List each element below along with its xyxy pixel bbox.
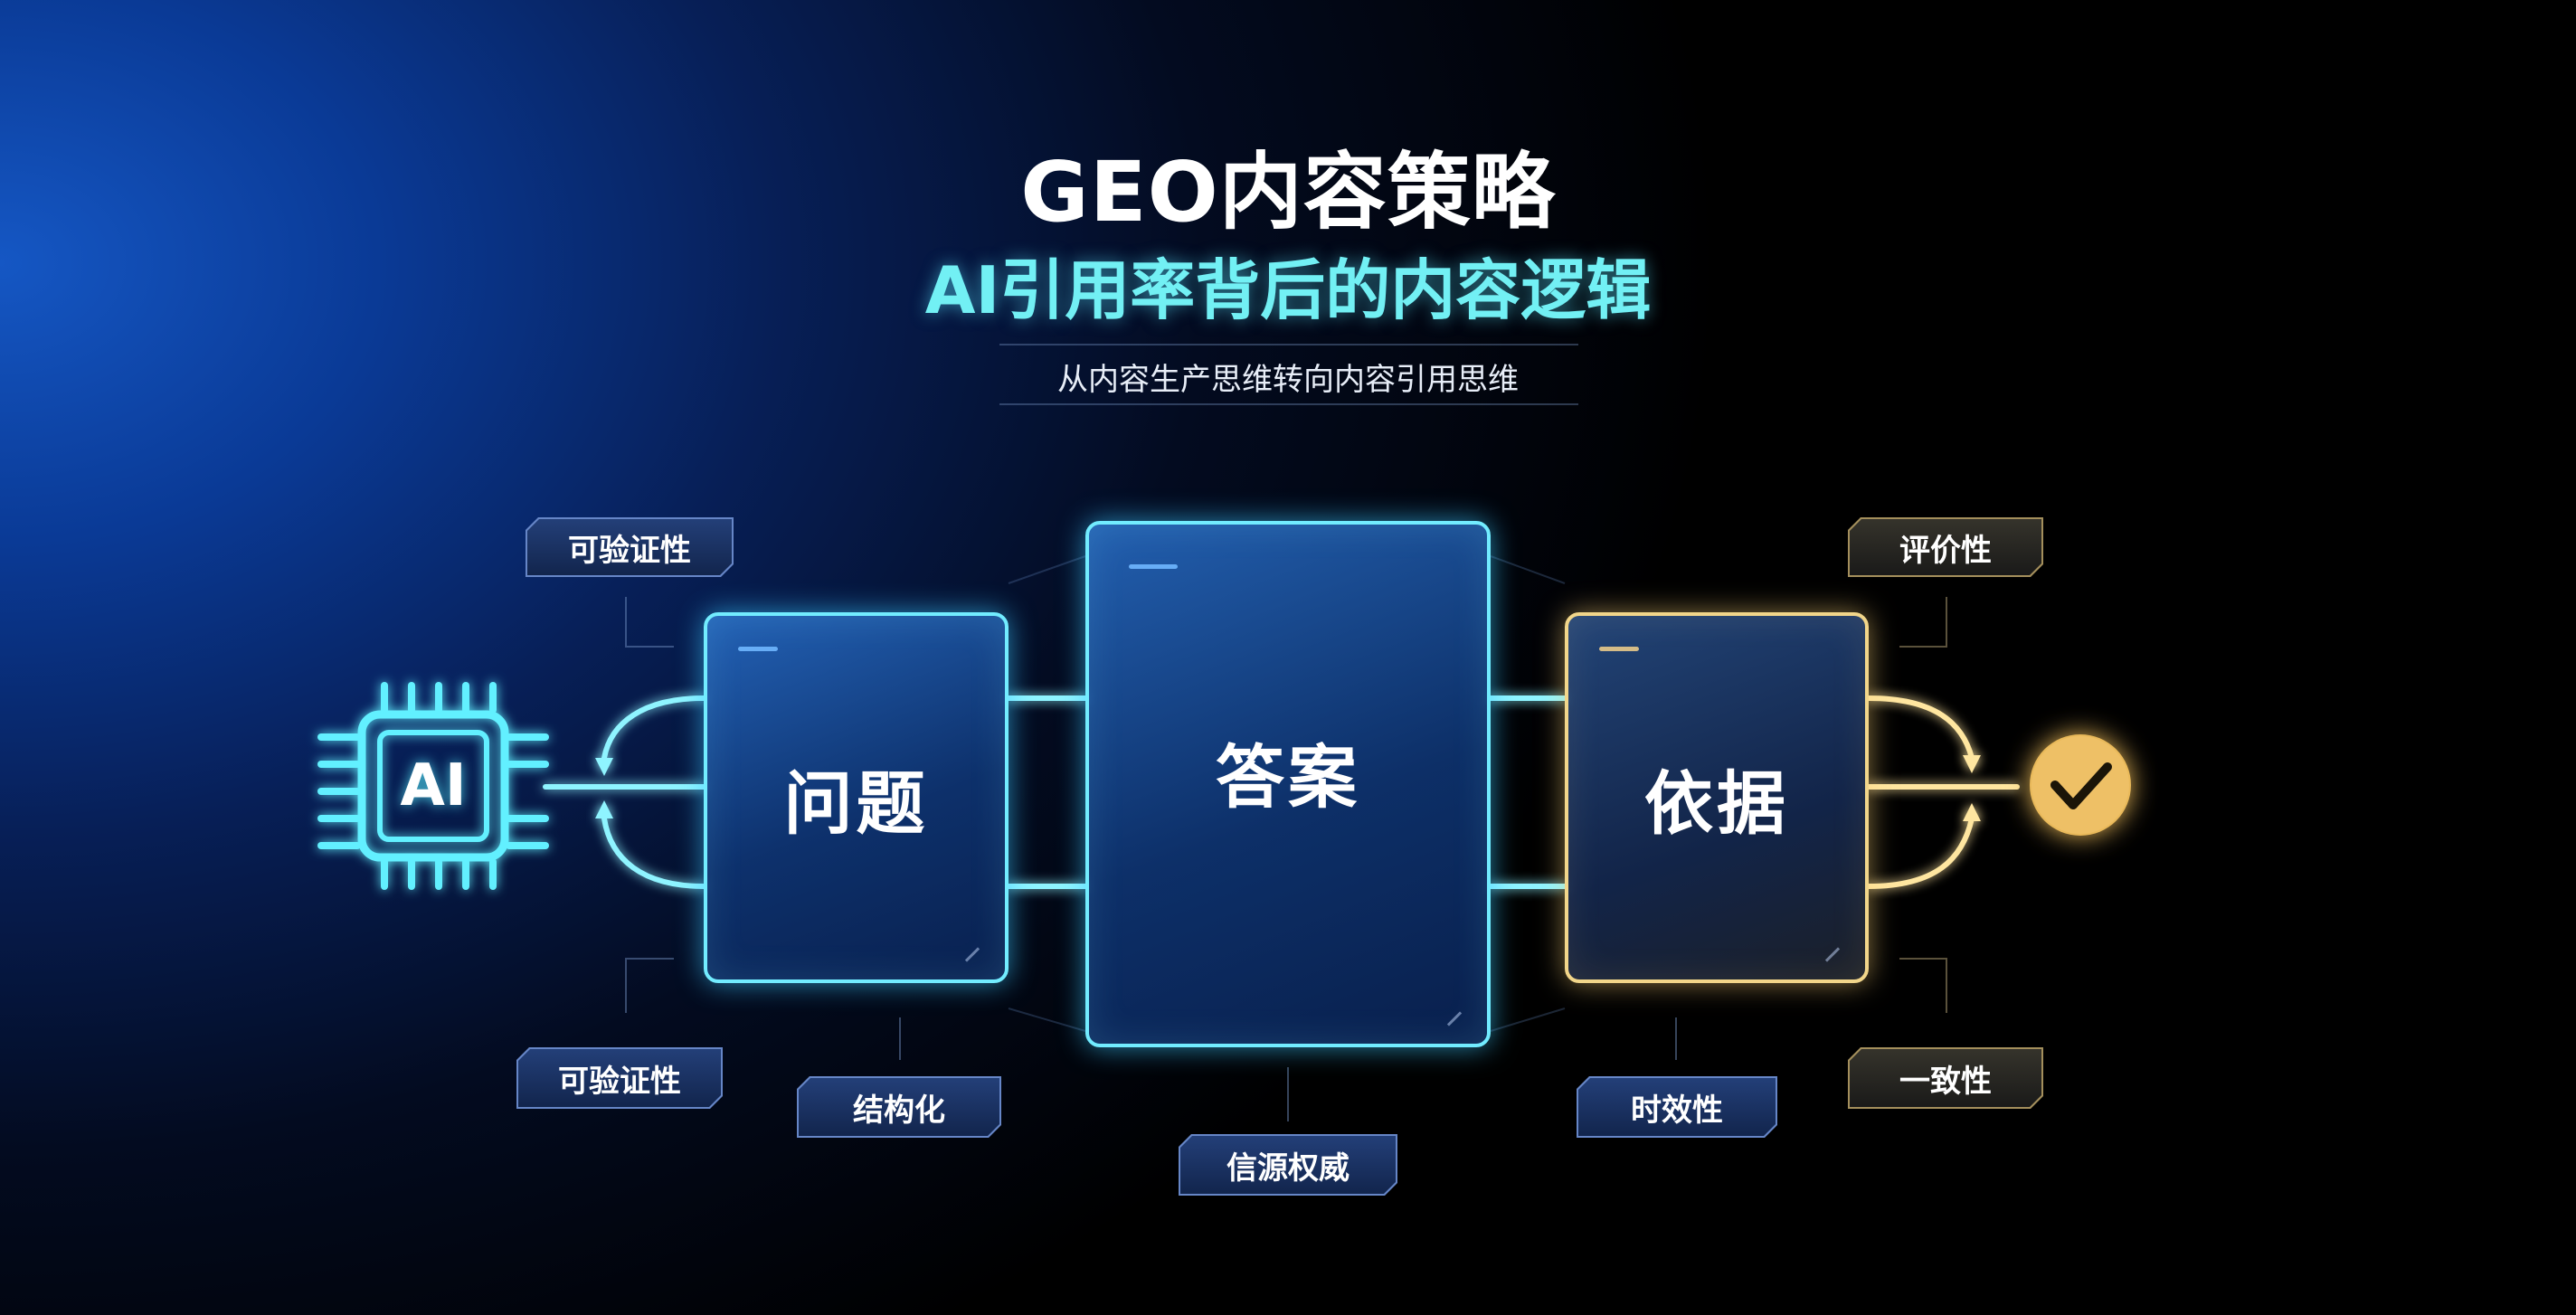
tag-structured: 结构化 — [797, 1076, 1001, 1138]
tag-verifiability-bottom-label: 可验证性 — [558, 1063, 681, 1100]
answer-label: 答案 — [1216, 737, 1360, 818]
evidence-label: 依据 — [1644, 763, 1789, 844]
page-title: GEO内容策略 — [1020, 144, 1556, 241]
tag-evaluative: 评价性 — [1848, 517, 2043, 577]
answer-card: 答案 — [1085, 521, 1491, 1047]
tag-verifiability-top: 可验证性 — [526, 517, 734, 577]
tag-timeliness-label: 时效性 — [1631, 1092, 1723, 1129]
checkmark-icon — [2030, 734, 2131, 836]
ai-chip-icon — [317, 682, 549, 890]
tag-verifiability-top-label: 可验证性 — [568, 532, 691, 569]
tag-structured-label: 结构化 — [853, 1092, 945, 1129]
tagline: 从内容生产思维转向内容引用思维 — [1057, 362, 1519, 398]
tag-evaluative-label: 评价性 — [1899, 532, 1992, 569]
tag-verifiability-bottom: 可验证性 — [516, 1047, 723, 1109]
tag-consistency: 一致性 — [1848, 1047, 2043, 1109]
tag-timeliness: 时效性 — [1577, 1076, 1777, 1138]
tag-consistency-label: 一致性 — [1899, 1063, 1992, 1100]
page-subtitle: AI引用率背后的内容逻辑 — [924, 252, 1652, 328]
tag-authority-label: 信源权威 — [1226, 1149, 1350, 1187]
question-card: 问题 — [704, 612, 1009, 983]
evidence-card: 依据 — [1565, 612, 1869, 983]
ai-chip-label: AI — [400, 752, 467, 819]
tag-authority: 信源权威 — [1179, 1134, 1397, 1196]
question-label: 问题 — [783, 763, 929, 844]
